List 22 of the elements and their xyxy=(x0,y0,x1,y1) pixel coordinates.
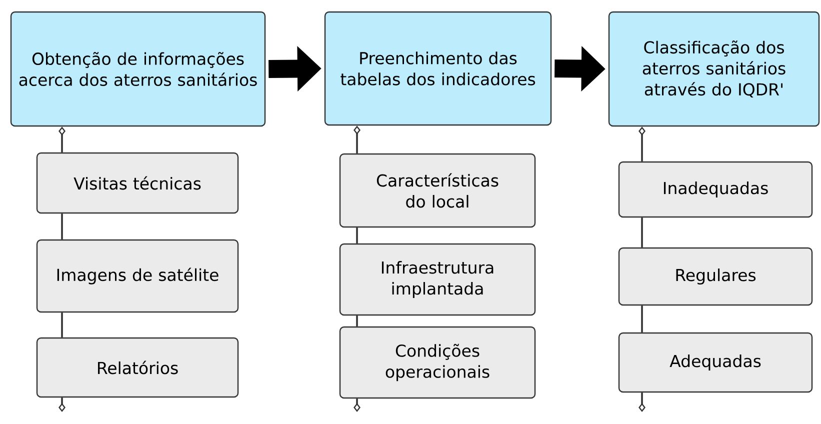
process-box: Preenchimento das tabelas dos indicadores xyxy=(324,11,552,126)
item-box: Características do local xyxy=(339,153,536,228)
item-box: Condições operacionais xyxy=(339,326,536,399)
connector-line xyxy=(356,228,358,244)
item-box: Inadequadas xyxy=(618,161,813,218)
item-box: Adequadas xyxy=(618,332,813,393)
process-box: Obtenção de informações acerca dos aterros sanitários xyxy=(10,11,266,127)
item-box: Imagens de satélite xyxy=(36,239,239,313)
connector-line xyxy=(61,214,63,240)
item-box: Regulares xyxy=(618,247,813,306)
connector-line xyxy=(61,312,63,338)
connector-line xyxy=(356,316,358,326)
item-box: Relatórios xyxy=(36,337,239,398)
connector-line xyxy=(354,398,360,412)
connector-line xyxy=(58,126,66,152)
connector-line xyxy=(641,218,643,248)
connector-line xyxy=(638,392,646,412)
item-box: Infraestrutura implantada xyxy=(339,243,536,316)
connector-line xyxy=(641,306,643,332)
connector-line xyxy=(58,398,66,412)
item-box: Visitas técnicas xyxy=(36,152,239,214)
process-box: Classificação dos aterros sanitários através do IQDR' xyxy=(608,11,820,127)
